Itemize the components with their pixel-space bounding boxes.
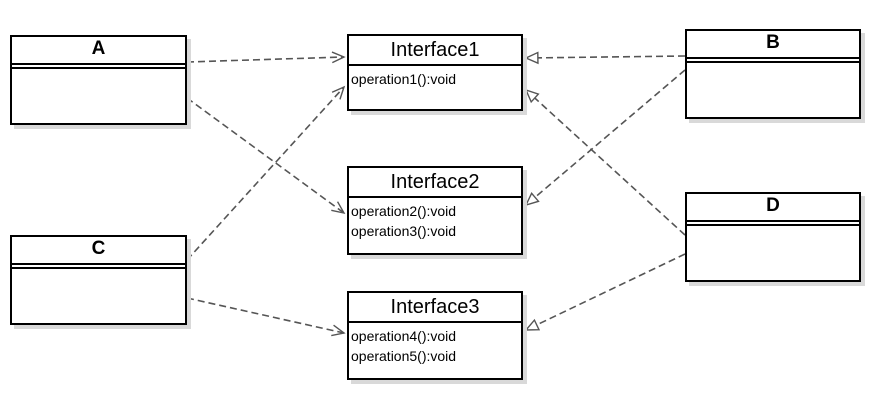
relation-d-interface1-realization	[524, 88, 686, 236]
relation-b-interface1-realization	[524, 51, 686, 65]
relation-a-interface2-dependency	[186, 97, 346, 215]
interface3-box[interactable]: Interface3 operation4():void operation5(…	[347, 291, 523, 380]
class-d-name: D	[687, 194, 859, 222]
class-c-box[interactable]: C	[10, 235, 187, 325]
class-c-name: C	[12, 237, 185, 265]
class-d-separator	[687, 224, 859, 226]
class-b-box[interactable]: B	[685, 29, 861, 119]
realization-arrowhead	[524, 51, 539, 65]
connector-line	[534, 97, 686, 236]
connector-line	[534, 69, 686, 198]
class-a-name: A	[12, 37, 185, 65]
realization-arrowhead	[524, 192, 540, 207]
interface2-operation: operation3():void	[351, 223, 457, 239]
interface1-operation: operation1():void	[351, 71, 457, 87]
realization-arrowhead	[524, 318, 541, 331]
interface1-name: Interface1	[349, 36, 521, 66]
interface2-operations: operation2():void operation3():void	[349, 198, 521, 241]
dependency-arrowhead	[331, 324, 346, 337]
connector-line	[186, 297, 345, 334]
dependency-arrowhead	[331, 51, 346, 64]
interface3-operation: operation5():void	[351, 348, 457, 364]
interface3-name: Interface3	[349, 293, 521, 323]
relation-a-interface1-dependency	[186, 51, 346, 64]
class-b-separator	[687, 61, 859, 63]
class-c-separator	[12, 267, 185, 269]
connector-line	[186, 86, 345, 261]
class-b-name: B	[687, 31, 859, 59]
interface3-operations: operation4():void operation5():void	[349, 323, 521, 366]
connector-line	[186, 56, 345, 63]
connector-line	[537, 55, 686, 59]
interface2-name: Interface2	[349, 168, 521, 198]
realization-arrowhead	[524, 88, 540, 104]
dependency-arrowhead	[331, 201, 346, 215]
interface2-operation: operation2():void	[351, 203, 457, 219]
connector-line	[536, 253, 686, 326]
relation-b-interface2-realization	[524, 69, 686, 207]
connector-line	[186, 97, 345, 214]
interface1-box[interactable]: Interface1 operation1():void	[347, 34, 523, 111]
interface2-box[interactable]: Interface2 operation2():void operation3(…	[347, 166, 523, 255]
interface1-operations: operation1():void	[349, 66, 521, 89]
dependency-arrowhead	[331, 85, 346, 100]
relation-c-interface3-dependency	[186, 297, 346, 337]
relation-c-interface1-dependency	[186, 85, 346, 261]
relation-d-interface3-realization	[524, 253, 686, 331]
class-a-box[interactable]: A	[10, 35, 187, 125]
interface3-operation: operation4():void	[351, 328, 457, 344]
class-a-separator	[12, 67, 185, 69]
class-d-box[interactable]: D	[685, 192, 861, 282]
